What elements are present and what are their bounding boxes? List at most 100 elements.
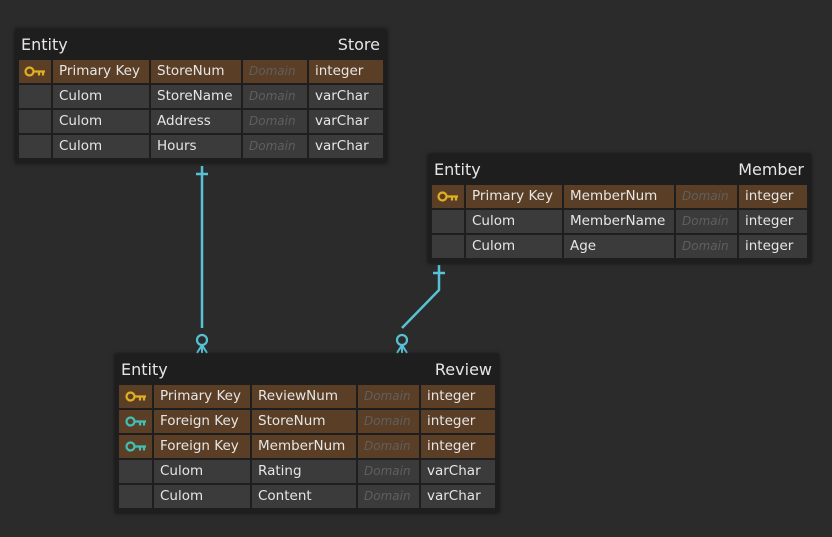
key-cell — [119, 460, 152, 483]
field-name-cell[interactable]: Age — [564, 235, 674, 258]
key-type-cell[interactable]: Foreign Key — [154, 410, 250, 433]
field-name-cell[interactable]: MemberNum — [252, 435, 356, 458]
many-marker — [196, 344, 208, 354]
domain-cell[interactable]: Domain — [358, 435, 419, 458]
data-type-cell[interactable]: integer — [421, 410, 495, 433]
field-name-cell[interactable]: Address — [151, 110, 241, 133]
foreign-key-icon — [124, 441, 147, 452]
field-name-cell[interactable]: ReviewNum — [252, 385, 356, 408]
field-name-cell[interactable]: StoreNum — [252, 410, 356, 433]
relationship-member-review[interactable] — [395, 265, 445, 354]
key-type-cell[interactable]: Culom — [466, 210, 562, 233]
key-type-cell[interactable]: Foreign Key — [154, 435, 250, 458]
key-cell — [119, 435, 152, 458]
key-type-cell[interactable]: Culom — [154, 485, 250, 508]
entity-type-label: Entity — [434, 160, 481, 179]
key-cell — [19, 110, 51, 133]
field-name-cell[interactable]: MemberNum — [564, 185, 674, 208]
key-cell — [19, 85, 51, 108]
domain-cell[interactable]: Domain — [676, 185, 737, 208]
foreign-key-icon — [124, 416, 147, 427]
key-cell — [432, 235, 464, 258]
entity-name: Review — [434, 360, 492, 379]
data-type-cell[interactable]: integer — [421, 435, 495, 458]
field-name-cell[interactable]: StoreNum — [151, 60, 241, 83]
domain-cell[interactable]: Domain — [358, 460, 419, 483]
zero-marker — [395, 333, 409, 347]
data-type-cell[interactable]: varChar — [421, 485, 495, 508]
key-cell — [119, 410, 152, 433]
data-type-cell[interactable]: varChar — [309, 135, 383, 158]
key-type-cell[interactable]: Primary Key — [154, 385, 250, 408]
key-type-cell[interactable]: Primary Key — [53, 60, 149, 83]
domain-cell[interactable]: Domain — [676, 210, 737, 233]
primary-key-icon — [124, 391, 147, 402]
domain-cell[interactable]: Domain — [676, 235, 737, 258]
entity-header[interactable]: Entity Review — [119, 354, 495, 385]
domain-cell[interactable]: Domain — [243, 110, 307, 133]
relationship-line — [401, 265, 441, 329]
domain-cell[interactable]: Domain — [243, 135, 307, 158]
entity-type-label: Entity — [21, 35, 68, 54]
key-type-cell[interactable]: Culom — [53, 85, 149, 108]
key-cell — [119, 385, 152, 408]
domain-cell[interactable]: Domain — [358, 410, 419, 433]
domain-cell[interactable]: Domain — [358, 385, 419, 408]
data-type-cell[interactable]: varChar — [421, 460, 495, 483]
key-cell — [119, 485, 152, 508]
primary-key-icon — [437, 191, 459, 202]
key-cell — [19, 135, 51, 158]
field-name-cell[interactable]: StoreName — [151, 85, 241, 108]
key-type-cell[interactable]: Primary Key — [466, 185, 562, 208]
data-type-cell[interactable]: varChar — [309, 85, 383, 108]
entity-name: Member — [738, 160, 804, 179]
field-name-cell[interactable]: Hours — [151, 135, 241, 158]
zero-marker — [195, 333, 209, 347]
key-cell — [432, 185, 464, 208]
entity-name: Store — [337, 35, 380, 54]
data-type-cell[interactable]: integer — [739, 235, 807, 258]
key-cell — [19, 60, 51, 83]
field-name-cell[interactable]: Rating — [252, 460, 356, 483]
many-marker — [396, 344, 408, 354]
domain-cell[interactable]: Domain — [358, 485, 419, 508]
entity-header[interactable]: Entity Store — [19, 29, 383, 60]
relationship-store-review[interactable] — [195, 166, 209, 354]
primary-key-icon — [24, 66, 46, 77]
entity-header[interactable]: Entity Member — [432, 154, 807, 185]
field-name-cell[interactable]: Content — [252, 485, 356, 508]
key-type-cell[interactable]: Culom — [53, 135, 149, 158]
key-cell — [432, 210, 464, 233]
field-name-cell[interactable]: MemberName — [564, 210, 674, 233]
key-type-cell[interactable]: Culom — [466, 235, 562, 258]
key-type-cell[interactable]: Culom — [53, 110, 149, 133]
entity-type-label: Entity — [121, 360, 168, 379]
domain-cell[interactable]: Domain — [243, 85, 307, 108]
domain-cell[interactable]: Domain — [243, 60, 307, 83]
data-type-cell[interactable]: integer — [739, 185, 807, 208]
data-type-cell[interactable]: integer — [739, 210, 807, 233]
key-type-cell[interactable]: Culom — [154, 460, 250, 483]
data-type-cell[interactable]: integer — [421, 385, 495, 408]
data-type-cell[interactable]: integer — [309, 60, 383, 83]
data-type-cell[interactable]: varChar — [309, 110, 383, 133]
